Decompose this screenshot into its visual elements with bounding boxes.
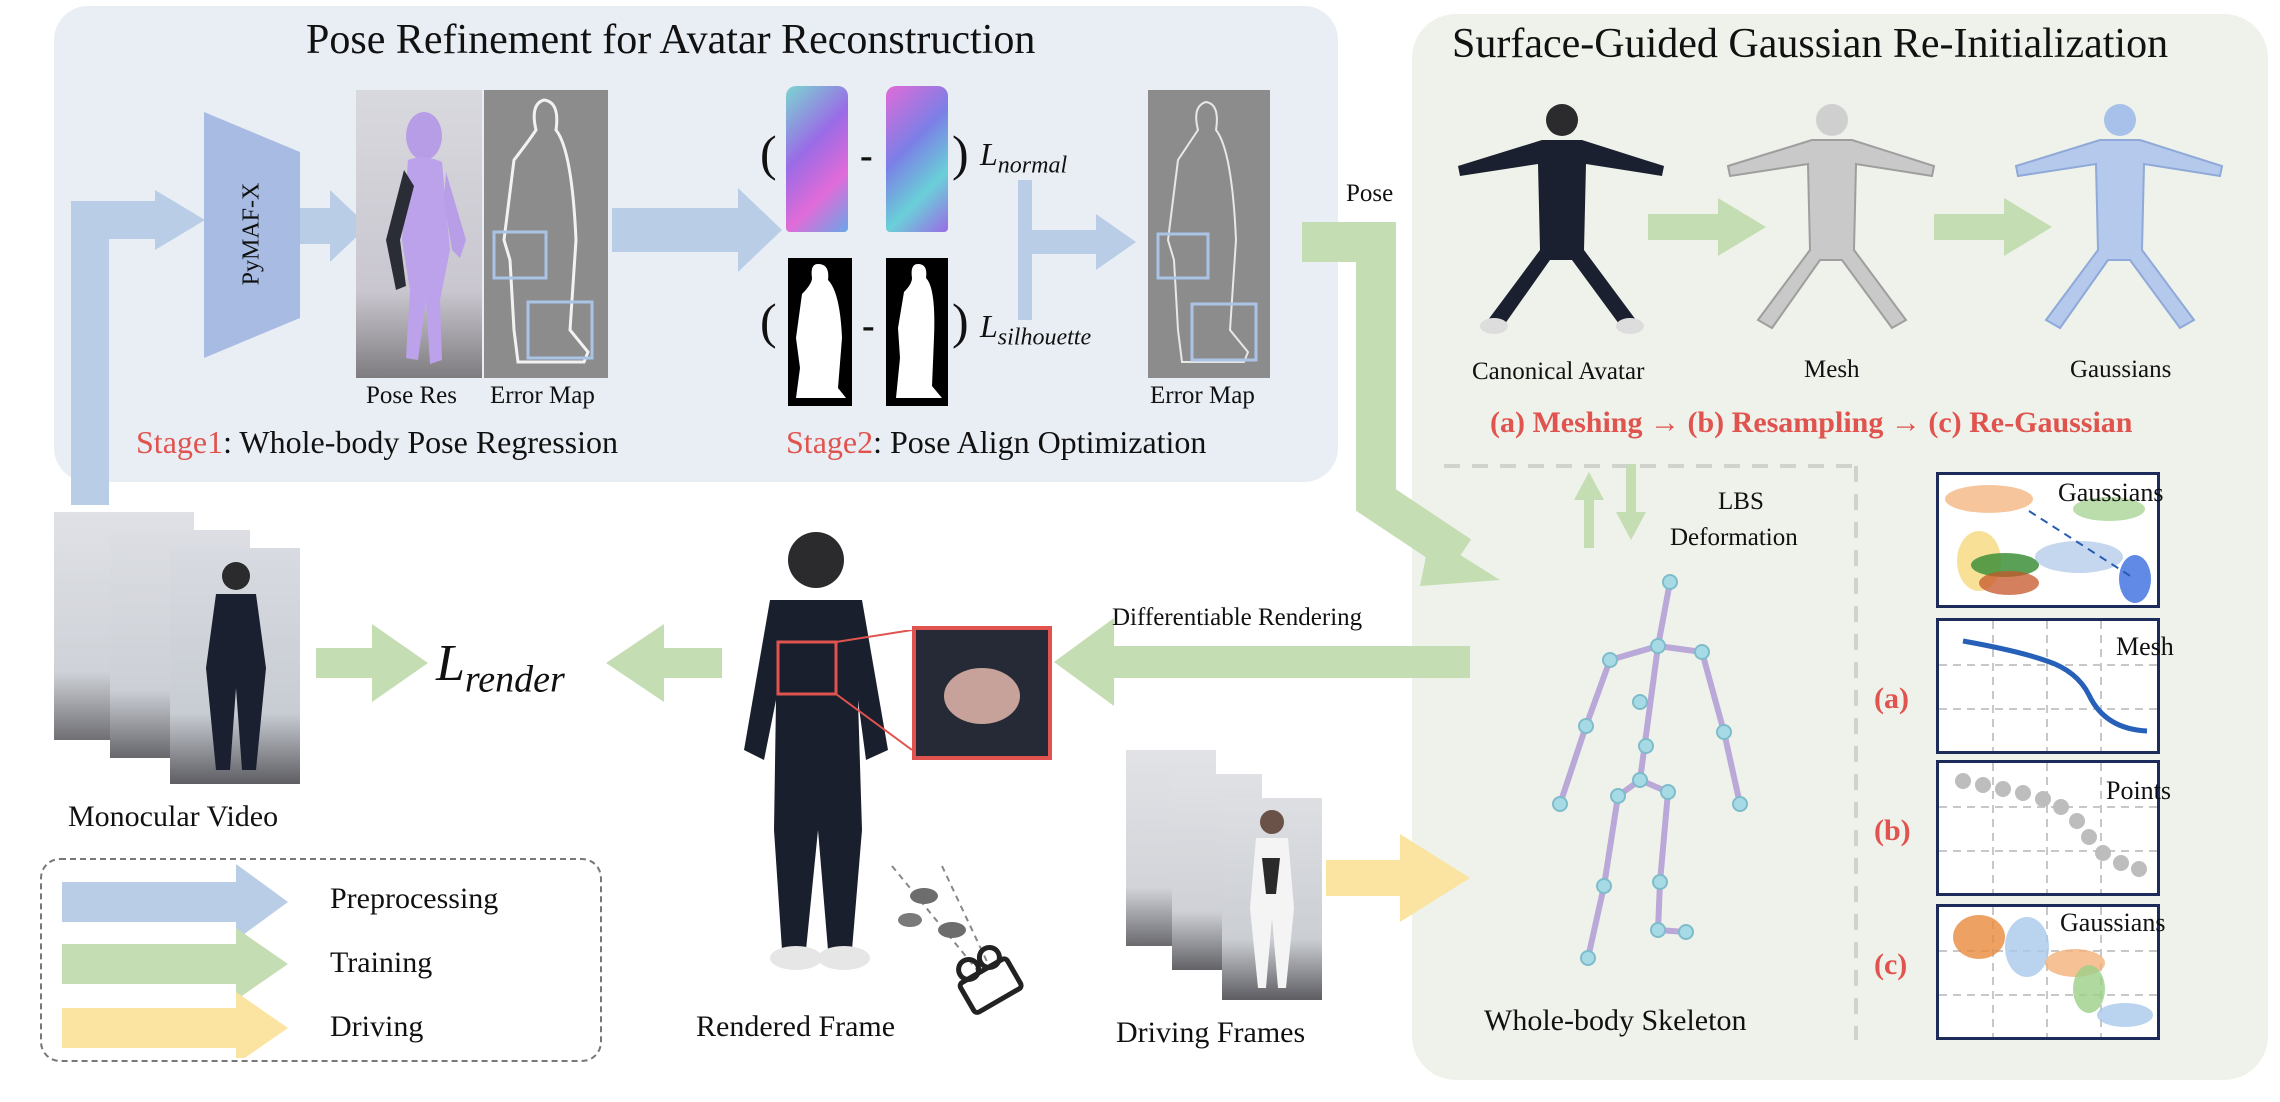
pose-res-image — [356, 90, 482, 378]
reinit-steps: (a) Meshing → (b) Resampling → (c) Re-Ga… — [1490, 406, 2133, 439]
stage1-prefix: Stage1 — [136, 424, 224, 460]
box-points — [1936, 760, 2160, 896]
silhouette-target-figure — [896, 264, 942, 398]
pose-res-caption: Pose Res — [366, 382, 457, 409]
error-map-2-caption: Error Map — [1150, 382, 1255, 409]
gaussians-caption: Gaussians — [2070, 356, 2172, 383]
zoomed-hand — [944, 668, 1020, 724]
pymaf-label: PyMAF-X — [238, 182, 265, 286]
mesh-image — [1726, 104, 1936, 330]
box-gaussians-top-plot — [1945, 485, 2151, 603]
paren-close-normal: ) — [952, 125, 969, 181]
box-points-label: Points — [2106, 776, 2172, 805]
pose-refinement-title: Pose Refinement for Avatar Reconstructio… — [306, 17, 1036, 63]
inset-connectors — [835, 630, 913, 751]
box-mesh — [1936, 618, 2160, 754]
stage2-prefix: Stage2 — [786, 424, 874, 460]
normal-map-pred — [786, 86, 848, 232]
box-gaussians-bottom — [1936, 904, 2160, 1040]
error-map-1-image — [484, 90, 608, 378]
box-gaussians-bottom-label: Gaussians — [2060, 908, 2166, 937]
video-frame-3 — [170, 548, 300, 784]
label-b: (b) — [1874, 814, 1911, 847]
render-loss: Lrender — [436, 634, 565, 701]
deformation-label: Deformation — [1670, 524, 1798, 551]
gaussians-image — [2014, 104, 2224, 330]
video-person — [206, 562, 266, 770]
legend-preprocessing: Preprocessing — [330, 882, 499, 915]
loss-silhouette: Lsilhouette — [980, 308, 1091, 351]
stage1-caption: Stage1: Whole-body Pose Regression — [136, 424, 618, 461]
legend-driving: Driving — [330, 1010, 424, 1043]
skeleton-figure — [1552, 574, 1748, 966]
label-a: (a) — [1874, 682, 1909, 715]
error-map-2-image — [1148, 90, 1270, 378]
error-map-1-silhouette — [492, 98, 594, 364]
skeleton-caption: Whole-body Skeleton — [1484, 1004, 1747, 1037]
rendered-frame-caption: Rendered Frame — [696, 1010, 896, 1043]
box-gaussians-top — [1936, 472, 2160, 608]
minus-sil: - — [862, 305, 875, 347]
error-map-2-silhouette — [1156, 100, 1258, 363]
label-c: (c) — [1874, 948, 1908, 981]
box-gaussians-top-label: Gaussians — [2058, 478, 2164, 507]
normal-map-target — [886, 86, 948, 232]
differentiable-rendering-label: Differentiable Rendering — [1112, 604, 1363, 631]
silhouette-pred-figure — [796, 264, 846, 398]
zoomed-hand-inset — [912, 626, 1052, 760]
loss-sil-sub: silhouette — [997, 324, 1092, 351]
error-map-1-caption: Error Map — [490, 382, 595, 409]
monocular-video-caption: Monocular Video — [68, 800, 279, 833]
legend-training: Training — [330, 946, 433, 979]
loss-normal-sub: normal — [997, 152, 1068, 179]
box-mesh-plot — [1939, 621, 2157, 751]
render-loss-base: L — [436, 635, 465, 692]
rendered-person — [744, 532, 888, 970]
driving-frame-3 — [1222, 798, 1322, 1000]
paren-close-sil: ) — [952, 293, 969, 349]
pose-label: Pose — [1346, 180, 1394, 207]
gaussian-reinit-title: Surface-Guided Gaussian Re-Initializatio… — [1452, 21, 2169, 67]
stage2-caption: Stage2: Pose Align Optimization — [786, 424, 1206, 461]
silhouette-pred — [788, 258, 852, 406]
box-points-plot — [1939, 763, 2157, 893]
driving-frames-caption: Driving Frames — [1116, 1016, 1306, 1049]
stage1-suffix: : Whole-body Pose Regression — [223, 424, 619, 460]
stage2-suffix: : Pose Align Optimization — [873, 424, 1207, 460]
canonical-avatar-image — [1458, 104, 1664, 334]
loss-normal: Lnormal — [980, 136, 1067, 179]
driving-person — [1250, 810, 1294, 988]
lbs-label: LBS — [1718, 488, 1764, 515]
box-gaussians-bottom-plot — [1939, 907, 2157, 1037]
paren-open-normal: ( — [760, 125, 777, 181]
loss-normal-base: L — [980, 136, 998, 172]
legend-arrows — [62, 864, 288, 1058]
render-loss-sub: render — [464, 658, 565, 701]
loss-sil-base: L — [980, 308, 998, 344]
pymaf-network-shape — [204, 112, 300, 358]
camera-icon — [891, 865, 1024, 1015]
minus-normal: - — [860, 135, 873, 177]
mesh-caption: Mesh — [1804, 356, 1860, 383]
box-mesh-label: Mesh — [2116, 632, 2174, 661]
silhouette-target — [886, 258, 948, 406]
canonical-avatar-caption: Canonical Avatar — [1472, 358, 1645, 385]
paren-open-sil: ( — [760, 293, 777, 349]
purple-body-figure — [386, 112, 466, 364]
